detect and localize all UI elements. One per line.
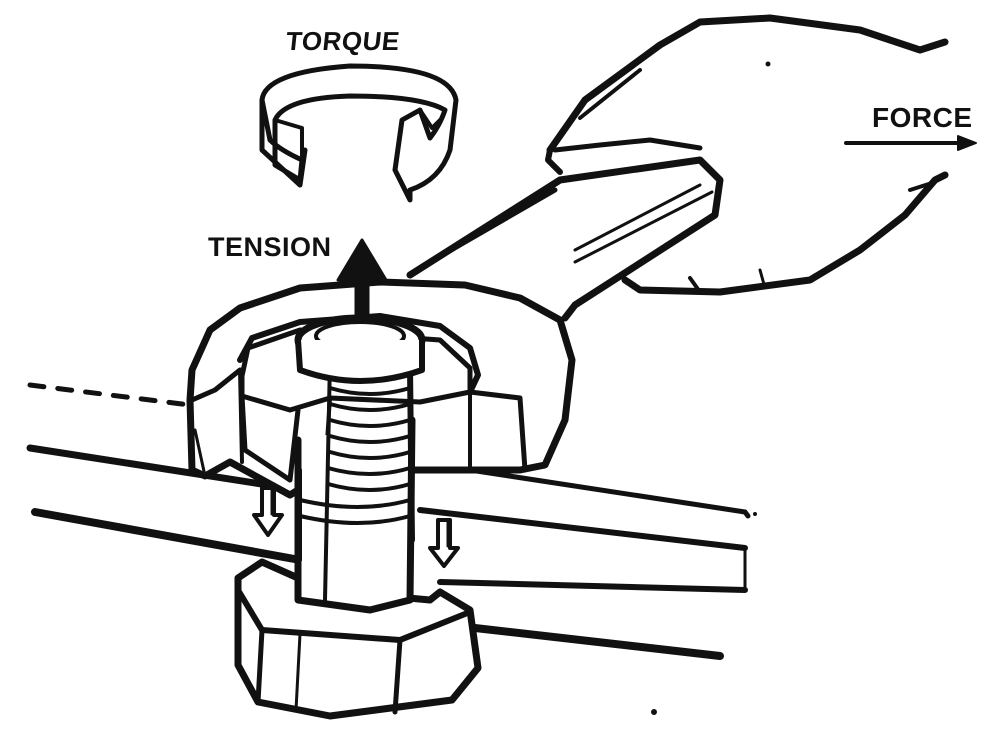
tension-arrow [336, 238, 388, 317]
torque-label: TORQUE [284, 26, 402, 56]
bolt-end [294, 314, 426, 384]
wrench-handle [406, 156, 724, 322]
force-label: FORCE [872, 102, 973, 133]
hand [545, 14, 949, 296]
clamp-force-arrow-left [252, 486, 284, 537]
speck [753, 512, 757, 516]
torque-arrow [259, 63, 459, 203]
speck [651, 709, 657, 715]
lower-plate [31, 508, 748, 660]
tension-label: TENSION [208, 232, 332, 262]
clamp-force-arrow-right [428, 518, 460, 568]
upper-plate [26, 382, 751, 551]
force-arrow [844, 135, 977, 151]
